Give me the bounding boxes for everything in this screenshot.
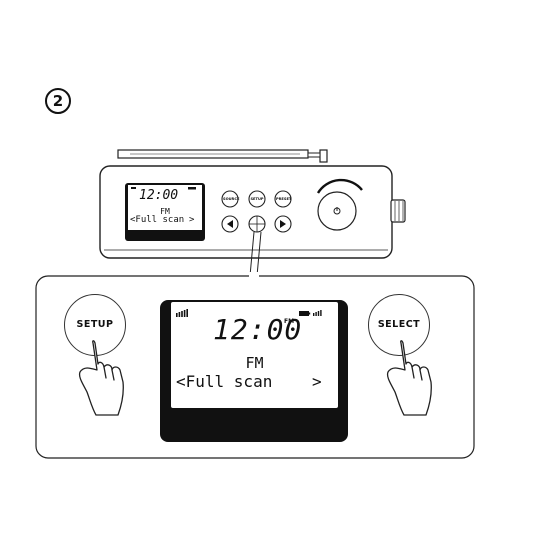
- setup-button-label-small: SETUP: [250, 197, 264, 201]
- mini-display-menu: <Full scan: [130, 215, 184, 225]
- select-button[interactable]: SELECT: [368, 294, 430, 356]
- display-time-suffix: FM: [284, 318, 294, 325]
- source-button-label: SOURCE: [223, 197, 237, 201]
- setup-button[interactable]: SETUP: [64, 294, 126, 356]
- display-menu-text: <Full scan: [176, 373, 272, 391]
- display-right-arrow: >: [312, 373, 322, 391]
- preset-button-label: PRESET: [276, 197, 290, 201]
- antenna-icon: [118, 150, 327, 162]
- display-band: FM: [171, 355, 338, 371]
- mini-display-right-arrow: >: [189, 215, 194, 225]
- mini-display-time: 12:00: [139, 188, 178, 203]
